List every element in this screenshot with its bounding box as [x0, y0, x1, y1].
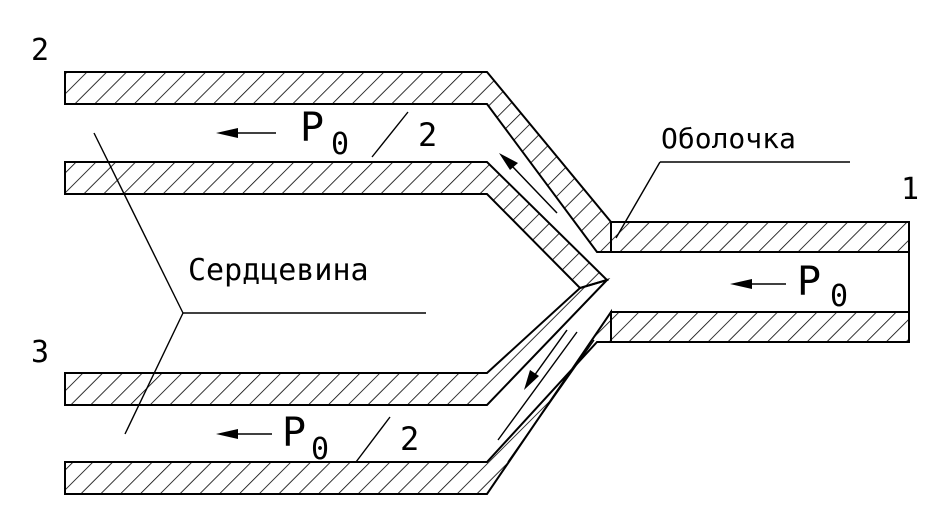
upper-power-symbol: P [300, 105, 324, 151]
input-lower-cladding [610, 311, 910, 343]
lower-power-divisor: 2 [400, 420, 419, 458]
core-label: Сердцевина [188, 253, 369, 288]
port-label-2: 2 [31, 33, 49, 68]
input-arrow [730, 279, 786, 289]
input-power-symbol: P [797, 259, 821, 305]
upper-diagonal-arrow [499, 153, 558, 214]
upper-outer-cladding [64, 71, 612, 253]
lower-junction-edge-1 [497, 331, 578, 441]
lower-inner-cladding [64, 277, 611, 406]
cladding-label: Оболочка [661, 122, 796, 155]
cladding-leader-diagonal [615, 161, 661, 239]
lower-power-symbol: P [282, 410, 306, 456]
lower-diagonal-arrow [524, 329, 568, 390]
upper-branch-arrow [216, 128, 276, 138]
lower-branch-arrow [216, 429, 272, 439]
core-leader-upper [93, 132, 184, 314]
port-label-1: 1 [901, 172, 919, 207]
lower-junction-edge-2 [507, 339, 595, 463]
upper-power-subscript: 0 [331, 127, 349, 162]
lower-output-slash [355, 416, 391, 463]
input-power-subscript: 0 [830, 279, 848, 314]
lower-power-subscript: 0 [311, 432, 329, 467]
upper-output-slash [371, 111, 409, 158]
core-leader-lower [124, 312, 184, 435]
upper-power-divisor: 2 [418, 116, 437, 154]
input-upper-cladding [610, 221, 910, 253]
port-label-3: 3 [31, 335, 49, 370]
